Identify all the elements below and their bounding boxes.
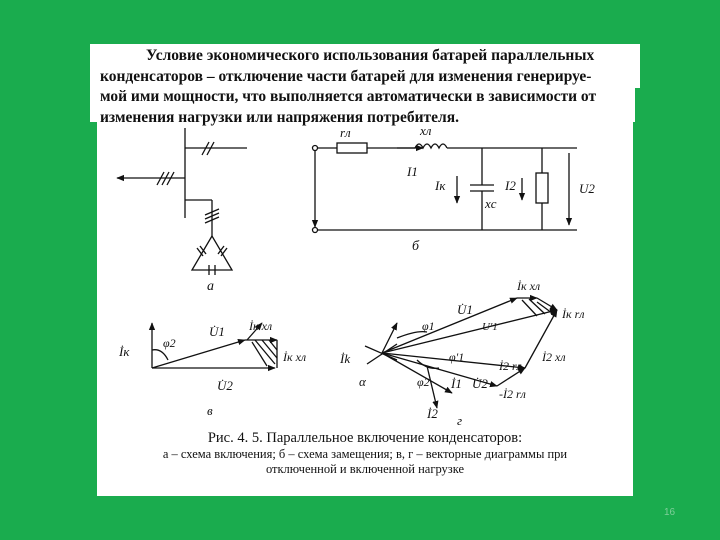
circuit-figure: а б в г rл xл I1 Iк xc I2 U2 İк φ2 U̇1 İ… bbox=[116, 123, 595, 428]
slide-text-background-lower bbox=[90, 86, 635, 122]
g-neg-i2-r: -İ2 rл bbox=[499, 387, 526, 401]
g-i1: İ1 bbox=[450, 376, 462, 391]
g-i2: İ2 bbox=[426, 406, 438, 421]
g-alpha: α bbox=[359, 374, 367, 389]
label-i1: I1 bbox=[406, 164, 418, 179]
g-i2-x: İ2 xл bbox=[541, 350, 566, 364]
paragraph-line-3: мой ими мощности, что выполняется автома… bbox=[100, 88, 597, 105]
v-ik-x-top: İк xл bbox=[248, 319, 272, 333]
vector-diagram-v bbox=[148, 322, 278, 372]
g-i2-r: İ2 rл bbox=[498, 359, 522, 373]
v-phi2: φ2 bbox=[163, 336, 176, 350]
paragraph-line-1: Условие экономического использования бат… bbox=[146, 47, 595, 64]
g-u1-prime: U'1 bbox=[482, 321, 498, 333]
label-v: в bbox=[207, 403, 213, 418]
g-u2: U̇2 bbox=[472, 376, 488, 391]
v-ik: İк bbox=[118, 344, 130, 359]
label-g: г bbox=[457, 413, 462, 428]
g-u1: U̇1 bbox=[457, 302, 473, 317]
label-x: xл bbox=[419, 123, 432, 138]
g-ik-x: İк xл bbox=[516, 279, 540, 293]
label-xc: xc bbox=[484, 196, 497, 211]
label-a: а bbox=[207, 279, 214, 294]
vector-diagram-g bbox=[364, 294, 558, 409]
g-phi1: φ1 bbox=[422, 319, 435, 333]
g-ik-r: İк rл bbox=[561, 307, 585, 321]
paragraph-line-2: конденсаторов – отключение части батарей… bbox=[100, 67, 592, 85]
paragraph-line-4: изменения нагрузки или напряжения потреб… bbox=[100, 108, 459, 126]
label-i2: I2 bbox=[504, 178, 516, 193]
slide-text-background bbox=[90, 44, 640, 88]
scheme-b bbox=[311, 142, 577, 234]
figure-caption: Рис. 4. 5. Параллельное включение конден… bbox=[97, 430, 633, 477]
label-ik: Iк bbox=[434, 178, 446, 193]
label-b: б bbox=[412, 239, 420, 254]
label-u2: U2 bbox=[579, 181, 595, 196]
body-paragraph: Условие экономического использования бат… bbox=[100, 46, 632, 128]
scheme-a bbox=[116, 128, 247, 275]
g-phi2: φ2 bbox=[417, 375, 430, 389]
label-r: rл bbox=[340, 125, 351, 140]
caption-title: Рис. 4. 5. Параллельное включение конден… bbox=[207, 430, 523, 446]
v-u2: U̇2 bbox=[217, 378, 233, 393]
v-u1: U̇1 bbox=[209, 324, 225, 339]
v-ik-x-side: İк xл bbox=[282, 350, 306, 364]
caption-desc-1: а – схема включения; б – схема замещения… bbox=[162, 447, 568, 461]
g-ik: İk bbox=[339, 351, 350, 366]
g-phi1-prime: φ'1 bbox=[449, 350, 464, 364]
caption-desc-2: отключенной и включенной нагрузке bbox=[265, 462, 465, 476]
page-number: 16 bbox=[664, 507, 676, 518]
